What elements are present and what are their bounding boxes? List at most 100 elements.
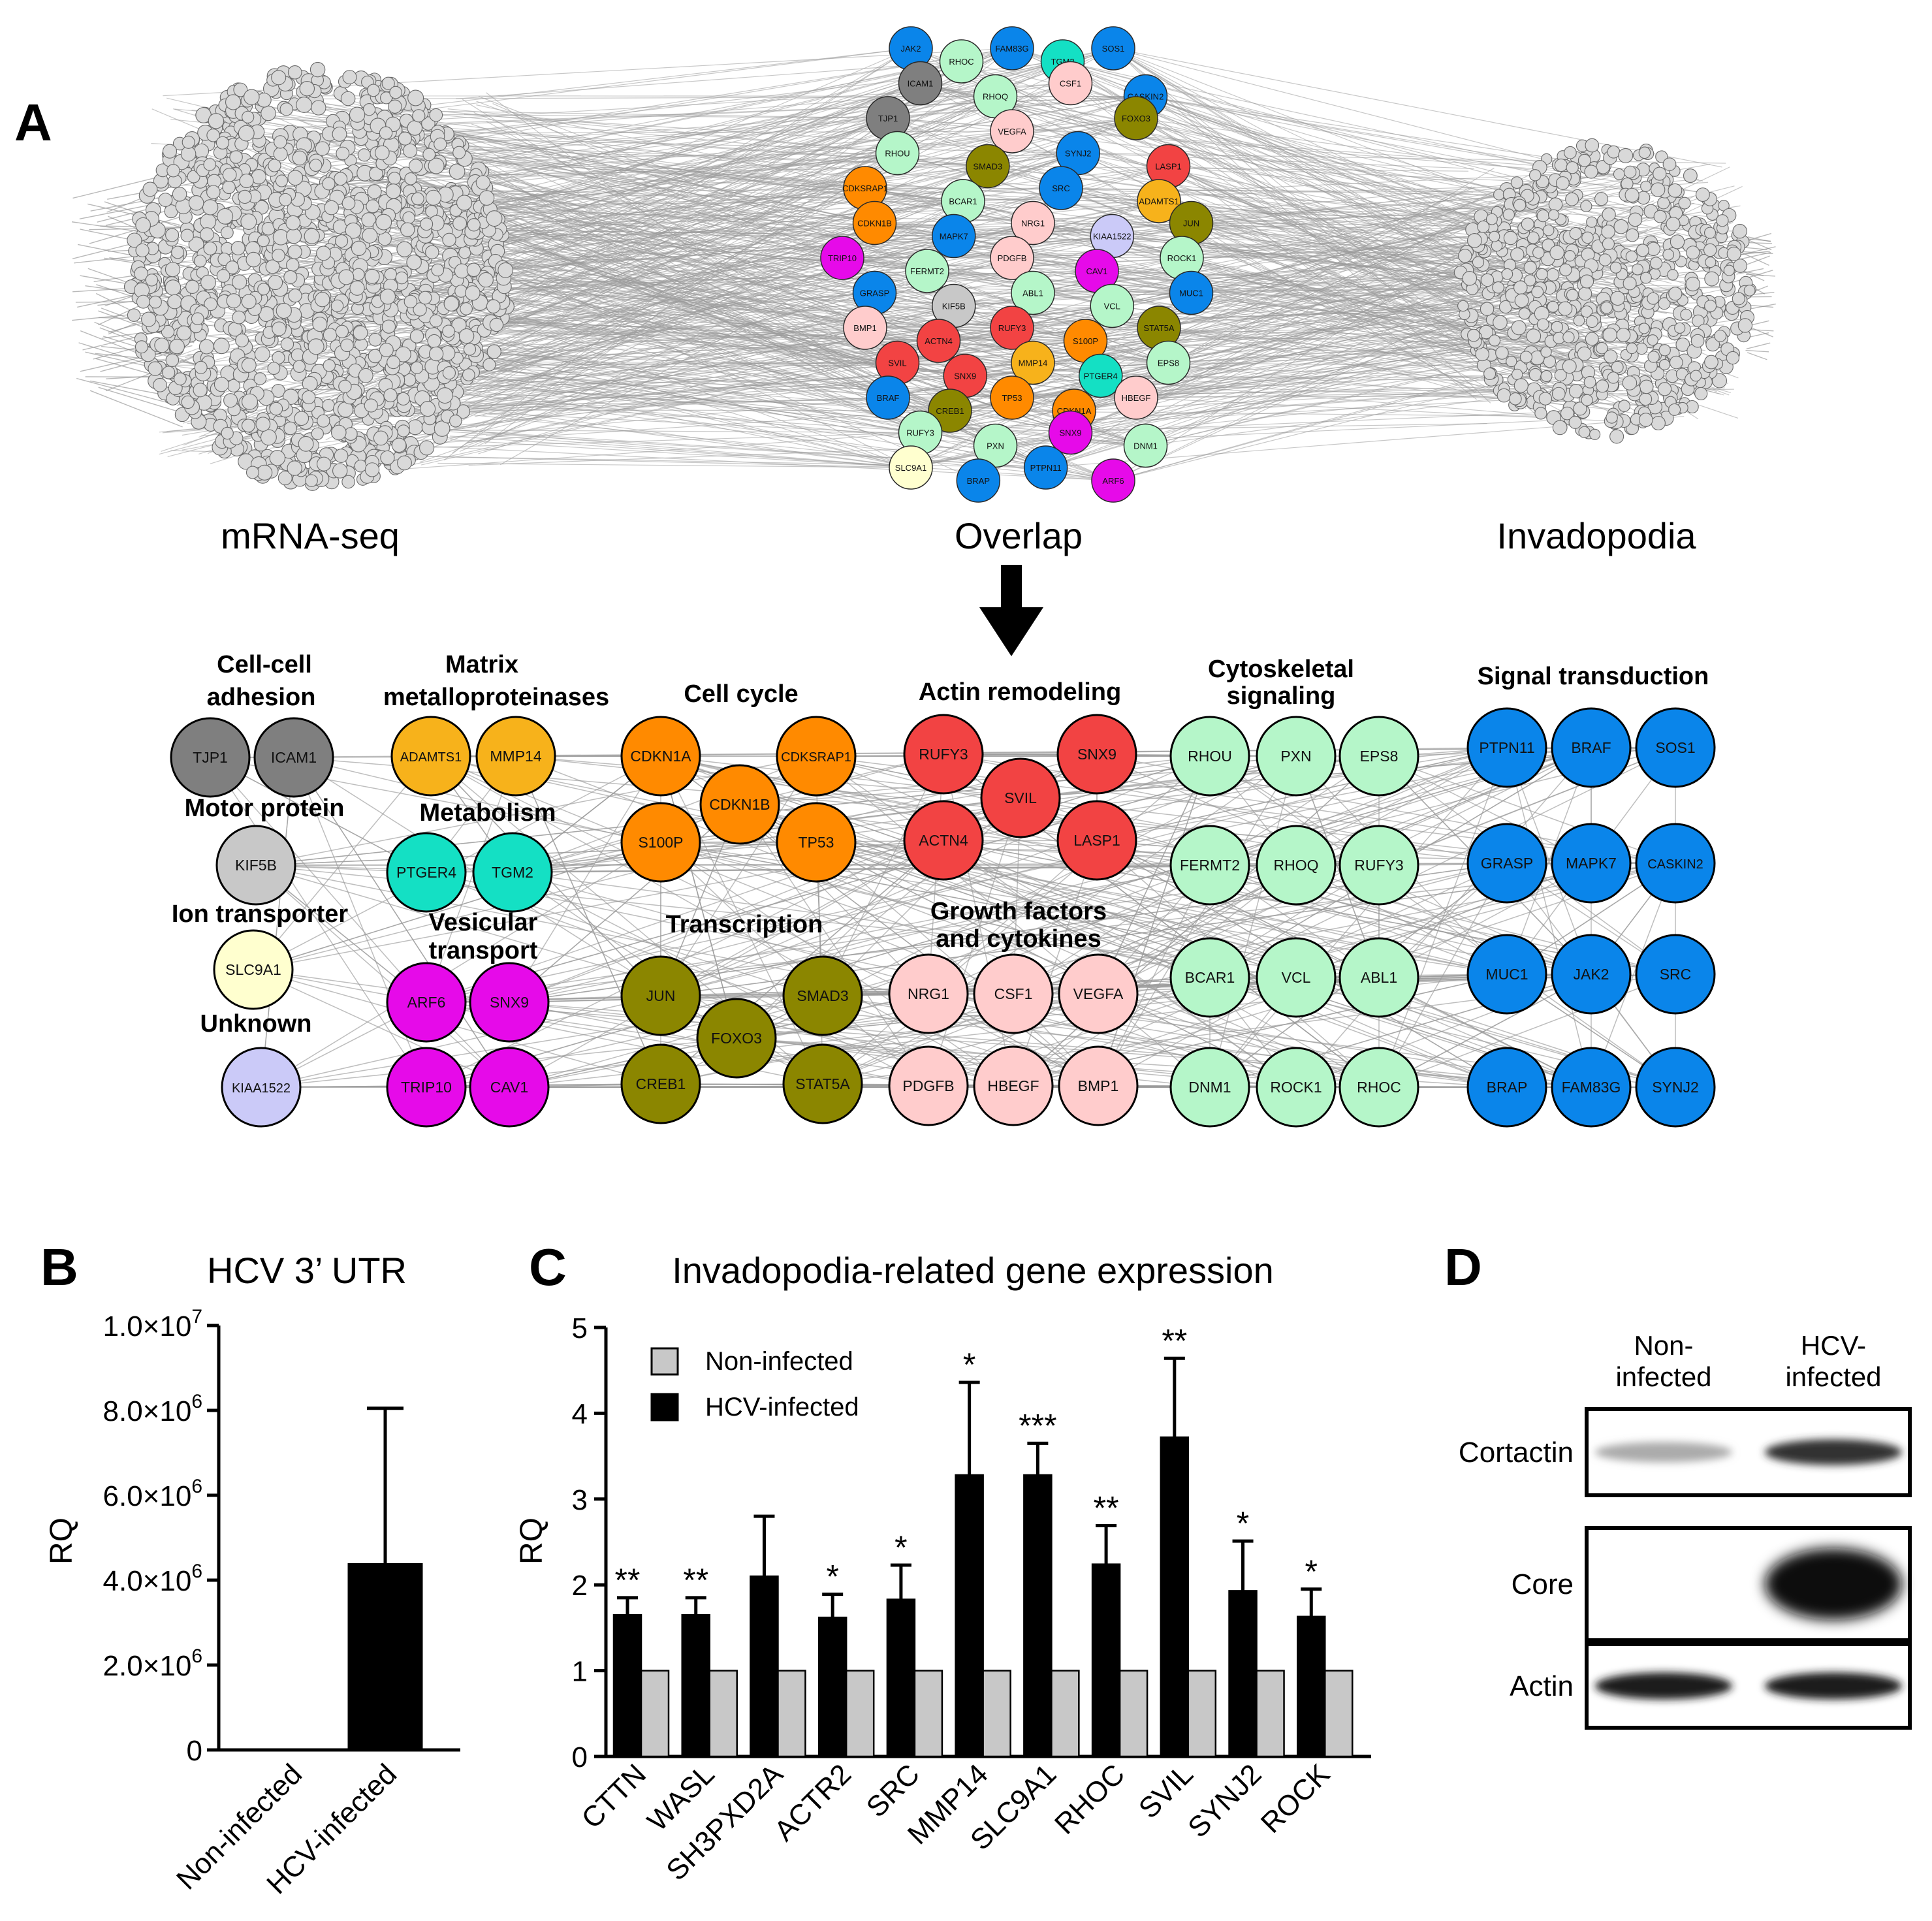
network-node [180,229,194,242]
network-node [232,274,247,290]
network-node [153,377,167,392]
network-node [458,246,471,259]
network-node [483,358,496,372]
significance-label: ** [615,1562,641,1598]
overlap-node: DNM1 [1123,423,1168,468]
gene-node: BCAR1 [1169,937,1250,1018]
legend-label: HCV-infected [705,1393,859,1421]
overlap-node: RHOC [939,39,984,84]
gene-node-label: HBEGF [987,1077,1039,1094]
network-node [429,314,443,328]
network-node [1513,198,1527,212]
network-node [1513,378,1528,393]
network-node [269,450,286,466]
network-node [1723,264,1735,276]
network-node [165,353,180,367]
network-node [188,236,204,253]
overlap-node-label: MAPK7 [940,232,968,242]
network-node [298,436,314,452]
down-arrow-icon [979,565,1043,656]
network-node [322,398,335,412]
gene-node: CDKSRAP1 [776,716,857,797]
network-node [428,346,444,362]
overlap-node-label: BRAP [967,476,990,486]
network-node [420,217,434,231]
network-node [1564,250,1576,262]
network-node [388,99,402,114]
network-node [1638,413,1653,427]
network-node [352,268,365,281]
network-node [332,126,347,142]
network-node [1653,167,1667,181]
overlap-node-label: JAK2 [900,44,921,54]
network-node [338,379,352,393]
network-node [1726,246,1741,261]
network-node [241,294,257,310]
network-node [1577,153,1591,167]
overlap-node-label: RUFY3 [906,428,934,438]
network-node [271,383,285,398]
network-node [367,184,382,199]
network-node [1602,207,1616,222]
network-node [185,279,200,294]
gene-node: PTPN11 [1466,707,1547,788]
network-node [226,293,242,309]
network-node [1602,327,1618,343]
network-node [1493,189,1505,200]
network-node [245,466,259,479]
network-node [486,299,501,314]
network-node [221,226,234,240]
network-node [1581,394,1593,406]
cluster-title: signaling [1227,682,1336,710]
blot-band [1595,1672,1732,1700]
network-node [1583,375,1596,389]
network-node [1569,227,1582,240]
network-node [323,359,336,372]
significance-label: * [826,1559,838,1595]
network-node [1598,253,1612,266]
overlap-node: FERMT2 [905,249,949,293]
gene-node-label: ADAMTS1 [400,750,462,765]
network-node [442,366,456,380]
network-node [1694,387,1708,400]
network-node [203,242,217,255]
network-node [279,193,293,206]
gene-node: RHOC [1338,1047,1419,1128]
significance-label: * [1237,1505,1249,1542]
panel-b: B HCV 3’ UTR RQ 02.0×1064.0×1066.0×1068.… [40,1238,460,1900]
y-tick-label: 6.0×106 [103,1476,203,1512]
overlap-node: RHOU [875,131,920,176]
network-node [335,325,349,338]
network-node [369,167,383,181]
overlap-node-label: FERMT2 [910,266,944,276]
network-node [308,338,325,355]
gene-node-label: EPS8 [1360,748,1399,765]
overlap-node-label: ARF6 [1102,476,1124,486]
network-node [280,337,294,351]
cluster-title: Matrix [445,651,518,678]
overlap-node: PTPN11 [1023,445,1068,490]
cluster-title: metalloproteinases [383,684,609,711]
network-node [1653,210,1667,223]
network-node [1581,231,1594,244]
overlap-node: CDKN1B [852,200,897,246]
panel-a: A JAK2RHOCFAM83GTGM2SOS1ICAM1RHOQCSF1CAS… [14,26,1776,1128]
gene-node: PDGFB [888,1045,969,1126]
panel-label-c: C [529,1238,567,1296]
network-node [368,332,383,347]
network-node [1551,321,1564,334]
overlap-node: TP53 [990,375,1034,420]
network-node [1549,245,1565,261]
overlap-node: BRAF [866,375,910,420]
overlap-node-label: MMP14 [1019,358,1048,368]
network-node [1579,274,1594,289]
y-tick-label: 1.0×107 [103,1306,203,1342]
network-node [173,372,187,386]
gene-node-label: CASKIN2 [1647,857,1703,872]
network-node [1669,355,1683,370]
network-node [1647,351,1660,363]
network-node [1638,146,1651,159]
network-node [1639,272,1652,284]
network-node [419,440,435,456]
